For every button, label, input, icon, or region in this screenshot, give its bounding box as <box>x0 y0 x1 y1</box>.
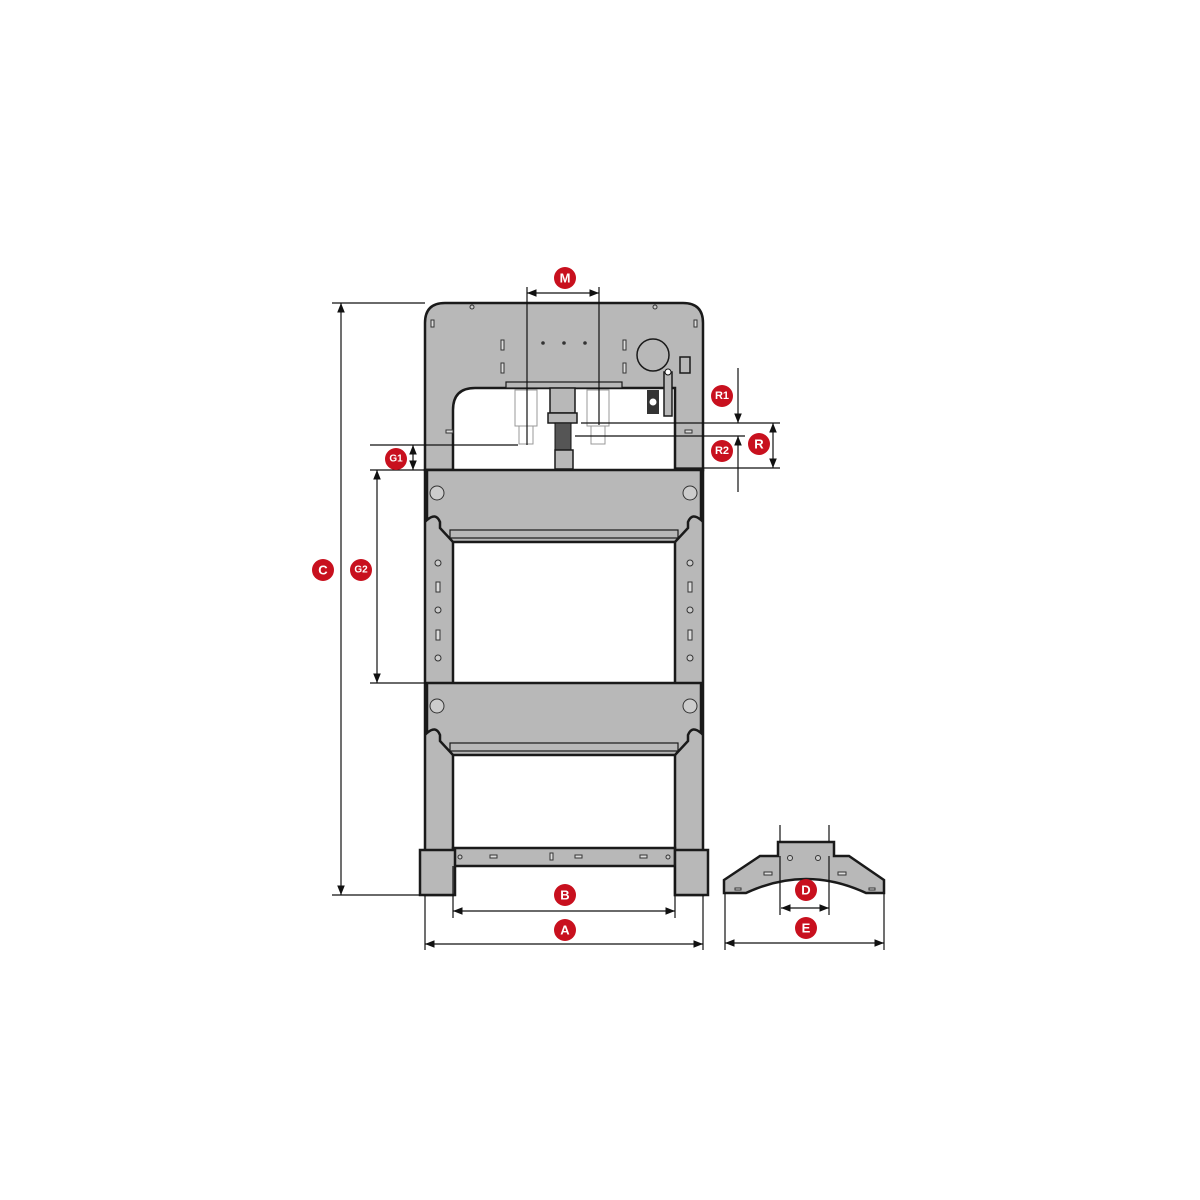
press-front-view <box>418 301 710 897</box>
badge-g2: G2 <box>350 559 372 581</box>
badge-r1: R1 <box>711 385 733 407</box>
badge-d: D <box>795 879 817 901</box>
pump-lever <box>663 371 673 417</box>
svg-text:R1: R1 <box>715 390 729 402</box>
svg-text:G2: G2 <box>354 565 368 576</box>
badge-e: E <box>795 917 817 939</box>
badge-g1: G1 <box>385 448 407 470</box>
cylinder <box>549 387 576 414</box>
left-foot <box>418 848 457 897</box>
svg-text:E: E <box>802 921 811 936</box>
badge-a: A <box>554 919 576 941</box>
press-side-view <box>722 825 886 895</box>
right-foot <box>673 848 710 897</box>
badge-c: C <box>312 559 334 581</box>
svg-text:R2: R2 <box>715 445 729 457</box>
foot-side-profile <box>722 840 886 895</box>
ram <box>554 449 574 470</box>
svg-text:D: D <box>801 883 810 898</box>
badge-b: B <box>554 884 576 906</box>
upper-bolster <box>425 468 703 544</box>
svg-text:A: A <box>560 923 570 938</box>
svg-text:B: B <box>560 888 569 903</box>
badge-r2: R2 <box>711 440 733 462</box>
svg-text:C: C <box>318 563 328 578</box>
pressure-gauge <box>636 338 670 372</box>
svg-text:R: R <box>754 437 764 452</box>
dimension-lines <box>332 287 885 950</box>
badge-m: M <box>554 267 576 289</box>
lower-bolster <box>425 681 703 757</box>
badge-r: R <box>748 433 770 455</box>
svg-text:G1: G1 <box>389 454 403 465</box>
svg-text:M: M <box>560 271 571 286</box>
